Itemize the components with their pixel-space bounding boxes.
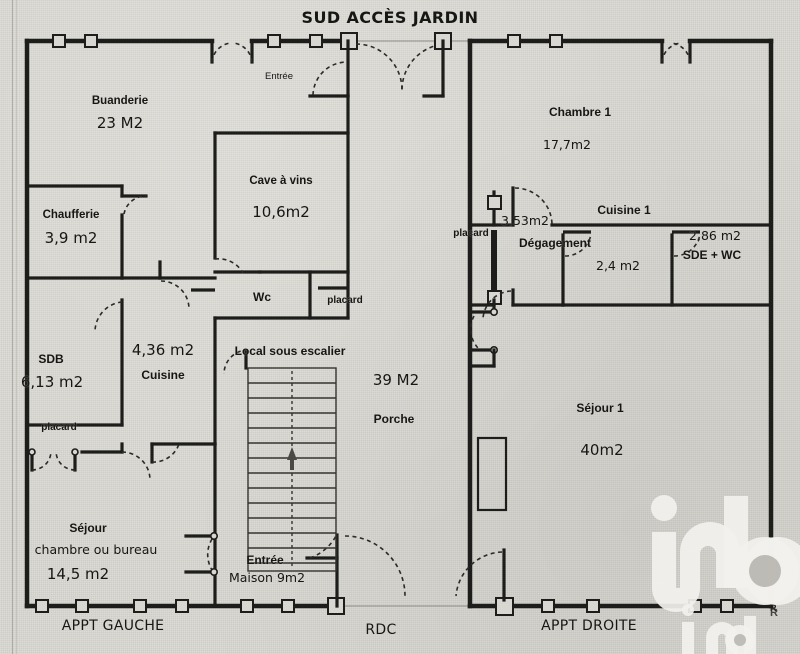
sheet-fold-line-secondary [16, 0, 17, 654]
room-label-placard-haut: placard [327, 295, 363, 306]
room-label-placard-droite: placard [453, 228, 489, 239]
plan-top-title: SUD ACCÈS JARDIN [301, 8, 479, 27]
room-area-sejour-gauche: 14,5 m2 [46, 565, 110, 583]
footer-label-appt-droite: APPT DROITE [541, 618, 637, 634]
room-label-porche: Porche [373, 412, 415, 426]
room-label-cuisine: Cuisine [141, 368, 185, 382]
footer-label-appt-gauche: APPT GAUCHE [61, 618, 165, 634]
room-label-placard-bas: placard [41, 422, 77, 433]
room-area-chaufferie: 3,9 m2 [44, 229, 98, 247]
room-area-sdb: 6,13 m2 [20, 373, 84, 391]
room-label-wc: Wc [253, 290, 271, 304]
room-label-buanderie: Buanderie [91, 95, 149, 107]
room-area-porche: 39 M2 [372, 371, 420, 389]
sheet-fold-line [12, 0, 13, 654]
room-label-chaufferie: Chaufferie [42, 209, 100, 221]
room-area-cuisine: 4,36 m2 [131, 341, 195, 359]
room-label-entree-maison: Entrée [246, 553, 284, 567]
corner-registration-mark: R [770, 603, 777, 613]
room-label-sejour-gauche: Séjour [69, 521, 107, 535]
room-label-cuisine-1: Cuisine 1 [597, 203, 651, 217]
room-label-chambre-1: Chambre 1 [548, 105, 612, 119]
room-sublabel-entree-maison: Maison 9m2 [228, 570, 306, 585]
room-area-sejour-1: 40m2 [580, 441, 624, 459]
footer-label-rdc: RDC [365, 622, 397, 638]
room-area-degagement: 3,53m2 [501, 213, 549, 228]
room-label-cave-a-vins: Cave à vins [249, 175, 313, 187]
room-label-entree-haut: Entrée [265, 71, 293, 82]
room-area-cave-a-vins: 10,6m2 [252, 203, 310, 221]
room-sublabel-sejour-gauche: chambre ou bureau [34, 542, 158, 557]
room-area-buanderie: 23 M2 [96, 114, 144, 132]
room-label-local-sous-escalier: Local sous escalier [234, 344, 346, 358]
room-label-sdb: SDB [38, 352, 64, 366]
room-area-cuisine-1: 2,4 m2 [596, 258, 640, 273]
room-label-degagement: Dégagement [518, 236, 592, 250]
room-label-sejour-1: Séjour 1 [576, 401, 624, 415]
room-label-sde-wc: SDE + WC [682, 248, 742, 262]
room-area-sde-wc: 2,86 m2 [689, 228, 741, 243]
room-area-chambre-1: 17,7m2 [543, 137, 591, 152]
